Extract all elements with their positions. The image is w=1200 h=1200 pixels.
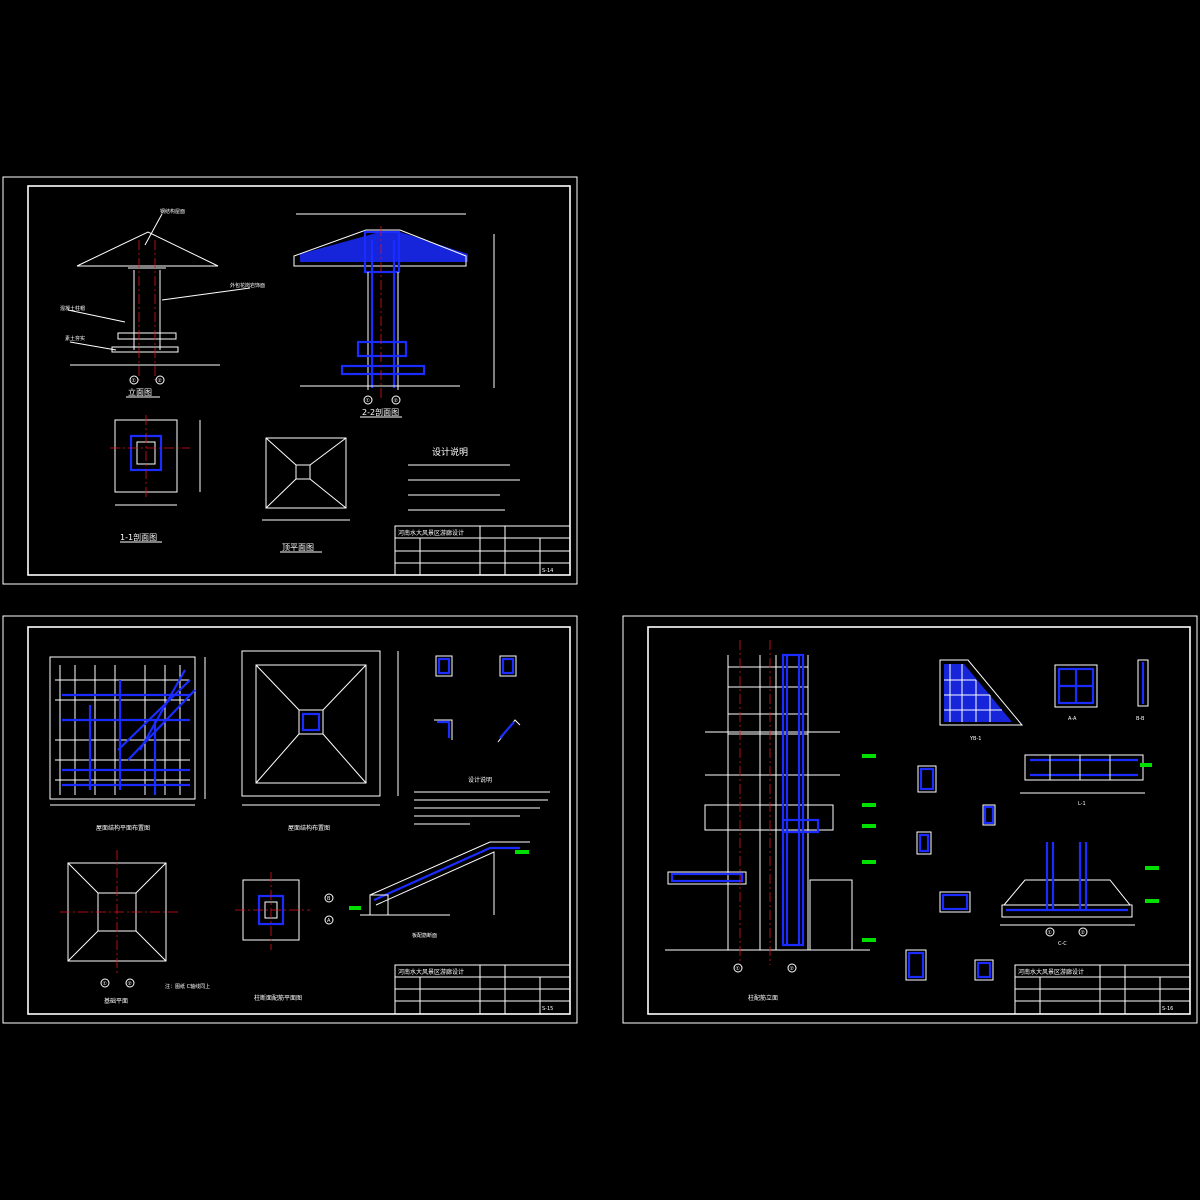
roof-layout-title: 屋面结构布置图	[288, 824, 330, 832]
design-notes-2: 设计说明	[414, 776, 550, 825]
title-block-3: 河南水大风景区游廊设计 S-16	[1014, 964, 1191, 1015]
section-2-2-view: ① ② 2-2剖面图	[293, 213, 495, 418]
section-2-2-title: 2-2剖面图	[362, 407, 399, 417]
svg-text:素土夯实: 素土夯实	[65, 335, 85, 342]
title-block-1: 河南水大风景区游廊设计 S-14	[394, 525, 571, 576]
beam-l1: L-1	[1020, 754, 1152, 807]
sheet-1-inner-frame	[27, 185, 571, 576]
svg-text:A: A	[327, 918, 331, 924]
column-rebar-plan-title: 柱断面配筋平面图	[254, 994, 302, 1002]
yb1-detail: YB-1	[939, 659, 1024, 742]
elevation-title: 立面图	[128, 387, 152, 397]
svg-text:混凝土柱帽: 混凝土柱帽	[60, 305, 85, 312]
section-b-b-title: B-B	[1136, 716, 1145, 722]
roof-plan-title: 顶平面图	[282, 543, 314, 552]
foundation-plan: ① ② 基础平面 注：图纸 C轴线同上	[60, 850, 210, 1005]
svg-text:①: ①	[1048, 930, 1053, 936]
column-elevation: ① ② 柱配筋立面	[665, 640, 876, 1002]
title-block-1-project: 河南水大风景区游廊设计	[398, 529, 464, 537]
sheet-2-inner-frame	[27, 626, 571, 1015]
section-a-a: A-A	[1054, 664, 1098, 722]
svg-text:②: ②	[394, 398, 399, 404]
column-elevation-title: 柱配筋立面	[748, 994, 778, 1002]
yb1-title: YB-1	[969, 736, 981, 742]
roof-structure-plan-title: 屋面结构平面布置图	[96, 824, 150, 832]
title-block-2: 河南水大风景区游廊设计 S-15	[394, 964, 571, 1015]
beam-l1-title: L-1	[1078, 801, 1086, 807]
slab-bar-detail: 板配筋断面	[349, 841, 530, 939]
title-block-2-sheet-no: S-15	[542, 1006, 553, 1012]
sheet-1: 钢结构屋面 混凝土柱帽 素土夯实 外包花岗岩饰面 ① ② 立面图	[2, 176, 578, 585]
notes-title-2: 设计说明	[468, 776, 492, 784]
sheet-3: ① ② 柱配筋立面 YB-1 A-A	[622, 615, 1198, 1024]
roof-plan-view: 顶平面图	[262, 437, 350, 553]
beam-sections	[434, 655, 521, 743]
title-block-2-project: 河南水大风景区游廊设计	[398, 968, 464, 976]
svg-text:①: ①	[366, 398, 371, 404]
notes-title-1: 设计说明	[432, 446, 468, 458]
title-block-3-sheet-no: S-16	[1162, 1006, 1173, 1012]
column-rebar-plan: B A 柱断面配筋平面图	[235, 872, 334, 1002]
svg-text:②: ②	[1081, 930, 1086, 936]
svg-text:B: B	[327, 896, 331, 902]
svg-text:①: ①	[132, 378, 137, 384]
section-b-b: B-B	[1136, 659, 1149, 722]
sheet-2: 屋面结构平面布置图 屋面结构布置图	[2, 615, 578, 1024]
elevation-view: 钢结构屋面 混凝土柱帽 素土夯实 外包花岗岩饰面 ① ② 立面图	[60, 208, 265, 398]
svg-text:②: ②	[158, 378, 163, 384]
foundation-plan-title: 基础平面	[104, 997, 128, 1005]
roof-structure-plan: 屋面结构平面布置图	[49, 656, 206, 832]
sheet-3-inner-frame	[647, 626, 1191, 1015]
title-block-1-sheet-no: S-14	[542, 568, 553, 574]
svg-text:钢结构屋面: 钢结构屋面	[160, 208, 185, 215]
small-sections	[905, 765, 996, 981]
sheet-3-outer-frame	[622, 615, 1198, 1024]
foundation-note: 注：图纸 C轴线同上	[165, 983, 210, 990]
section-a-a-title: A-A	[1068, 716, 1077, 722]
svg-text:①: ①	[103, 981, 108, 987]
design-notes-1: 设计说明	[408, 446, 520, 511]
svg-text:②: ②	[790, 966, 795, 972]
sheet-2-outer-frame	[2, 615, 578, 1024]
section-1-1-title: 1-1剖面图	[120, 532, 157, 542]
roof-layout-plan: 屋面结构布置图	[241, 650, 399, 832]
section-1-1-view: 1-1剖面图	[110, 415, 201, 543]
slab-detail-title: 板配筋断面	[412, 932, 437, 939]
svg-text:外包花岗岩饰面: 外包花岗岩饰面	[230, 282, 265, 289]
svg-text:①: ①	[736, 966, 741, 972]
section-c-c: ① ② C-C	[1000, 842, 1159, 947]
section-c-c-title: C-C	[1058, 941, 1067, 947]
title-block-3-project: 河南水大风景区游廊设计	[1018, 968, 1084, 976]
sheet-1-outer-frame	[2, 176, 578, 585]
svg-text:②: ②	[128, 981, 133, 987]
